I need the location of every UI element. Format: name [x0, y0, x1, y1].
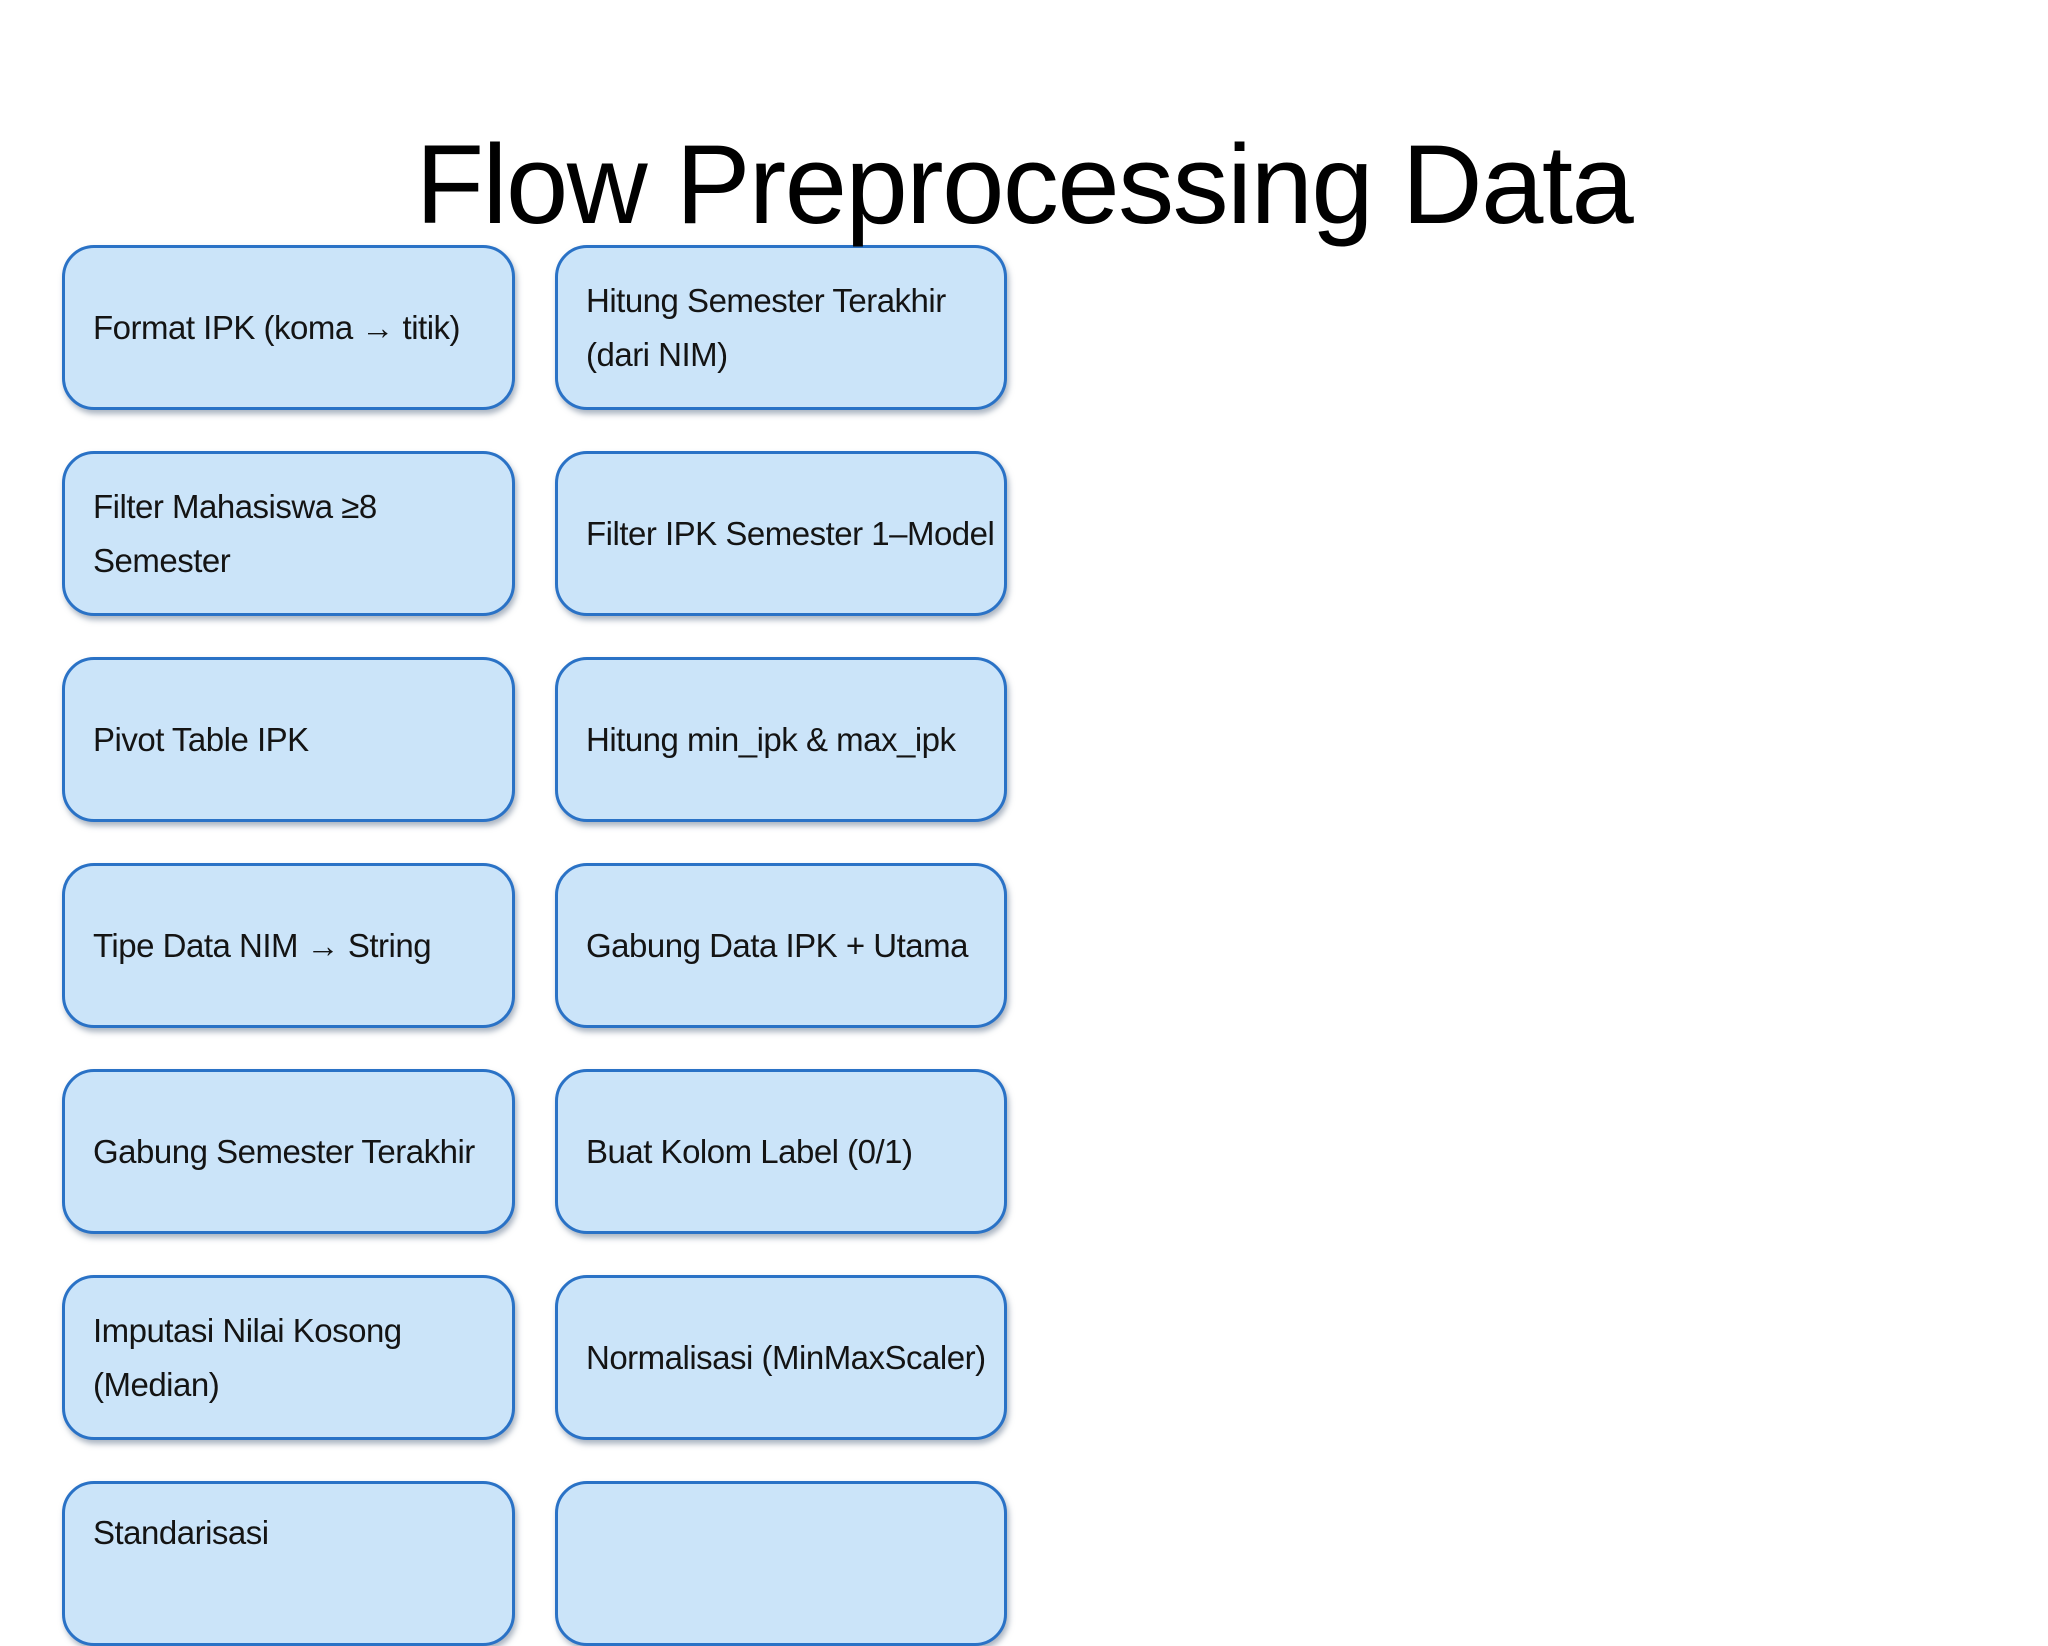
- flow-box-gabung-semester-terakhir: Gabung Semester Terakhir: [62, 1069, 515, 1234]
- flow-box-label: Gabung Semester Terakhir: [93, 1132, 475, 1170]
- flow-box-tipe-data-nim: Tipe Data NIM → String: [62, 863, 515, 1028]
- flow-box-hitung-min-max-ipk: Hitung min_ipk & max_ipk: [555, 657, 1007, 822]
- flow-box-hitung-semester-terakhir: Hitung Semester Terakhir (dari NIM): [555, 245, 1007, 410]
- flow-box-label: Gabung Data IPK + Utama: [586, 926, 968, 964]
- flow-box-normalisasi: Normalisasi (MinMaxScaler): [555, 1275, 1007, 1440]
- flow-box-label: Hitung Semester Terakhir (dari NIM): [586, 282, 946, 373]
- flow-box-label: Normalisasi (MinMaxScaler): [586, 1338, 986, 1376]
- flow-box-label: Buat Kolom Label (0/1): [586, 1132, 913, 1170]
- slide-canvas: Flow Preprocessing Data Format IPK (koma…: [62, 122, 1634, 1646]
- flow-box-label: Standarisasi: [93, 1514, 269, 1551]
- flowchart-grid: Format IPK (koma → titik) Hitung Semeste…: [62, 245, 1007, 1646]
- flow-box-imputasi-nilai-kosong: Imputasi Nilai Kosong (Median): [62, 1275, 515, 1440]
- page-title: Flow Preprocessing Data: [415, 122, 1634, 247]
- flow-box-filter-mahasiswa: Filter Mahasiswa ≥8 Semester: [62, 451, 515, 616]
- flow-box-pivot-table-ipk: Pivot Table IPK: [62, 657, 515, 822]
- flow-box-label: Tipe Data NIM → String: [93, 926, 432, 964]
- flow-box-label: Filter IPK Semester 1–Model: [586, 514, 995, 552]
- flow-box-gabung-data-ipk-utama: Gabung Data IPK + Utama: [555, 863, 1007, 1028]
- flow-box-label: Format IPK (koma → titik): [93, 308, 461, 346]
- flow-box-label: Imputasi Nilai Kosong (Median): [93, 1312, 402, 1403]
- flow-box-label: Filter Mahasiswa ≥8 Semester: [93, 488, 377, 579]
- flow-box-filter-ipk-semester: Filter IPK Semester 1–Model: [555, 451, 1007, 616]
- flow-box-label: Pivot Table IPK: [93, 720, 309, 758]
- flow-box-label: Hitung min_ipk & max_ipk: [586, 720, 956, 758]
- flow-box-buat-kolom-label: Buat Kolom Label (0/1): [555, 1069, 1007, 1234]
- flow-box-bottom-right: [555, 1481, 1007, 1646]
- flow-box-standarisasi: Standarisasi: [62, 1481, 515, 1646]
- flow-box-format-ipk: Format IPK (koma → titik): [62, 245, 515, 410]
